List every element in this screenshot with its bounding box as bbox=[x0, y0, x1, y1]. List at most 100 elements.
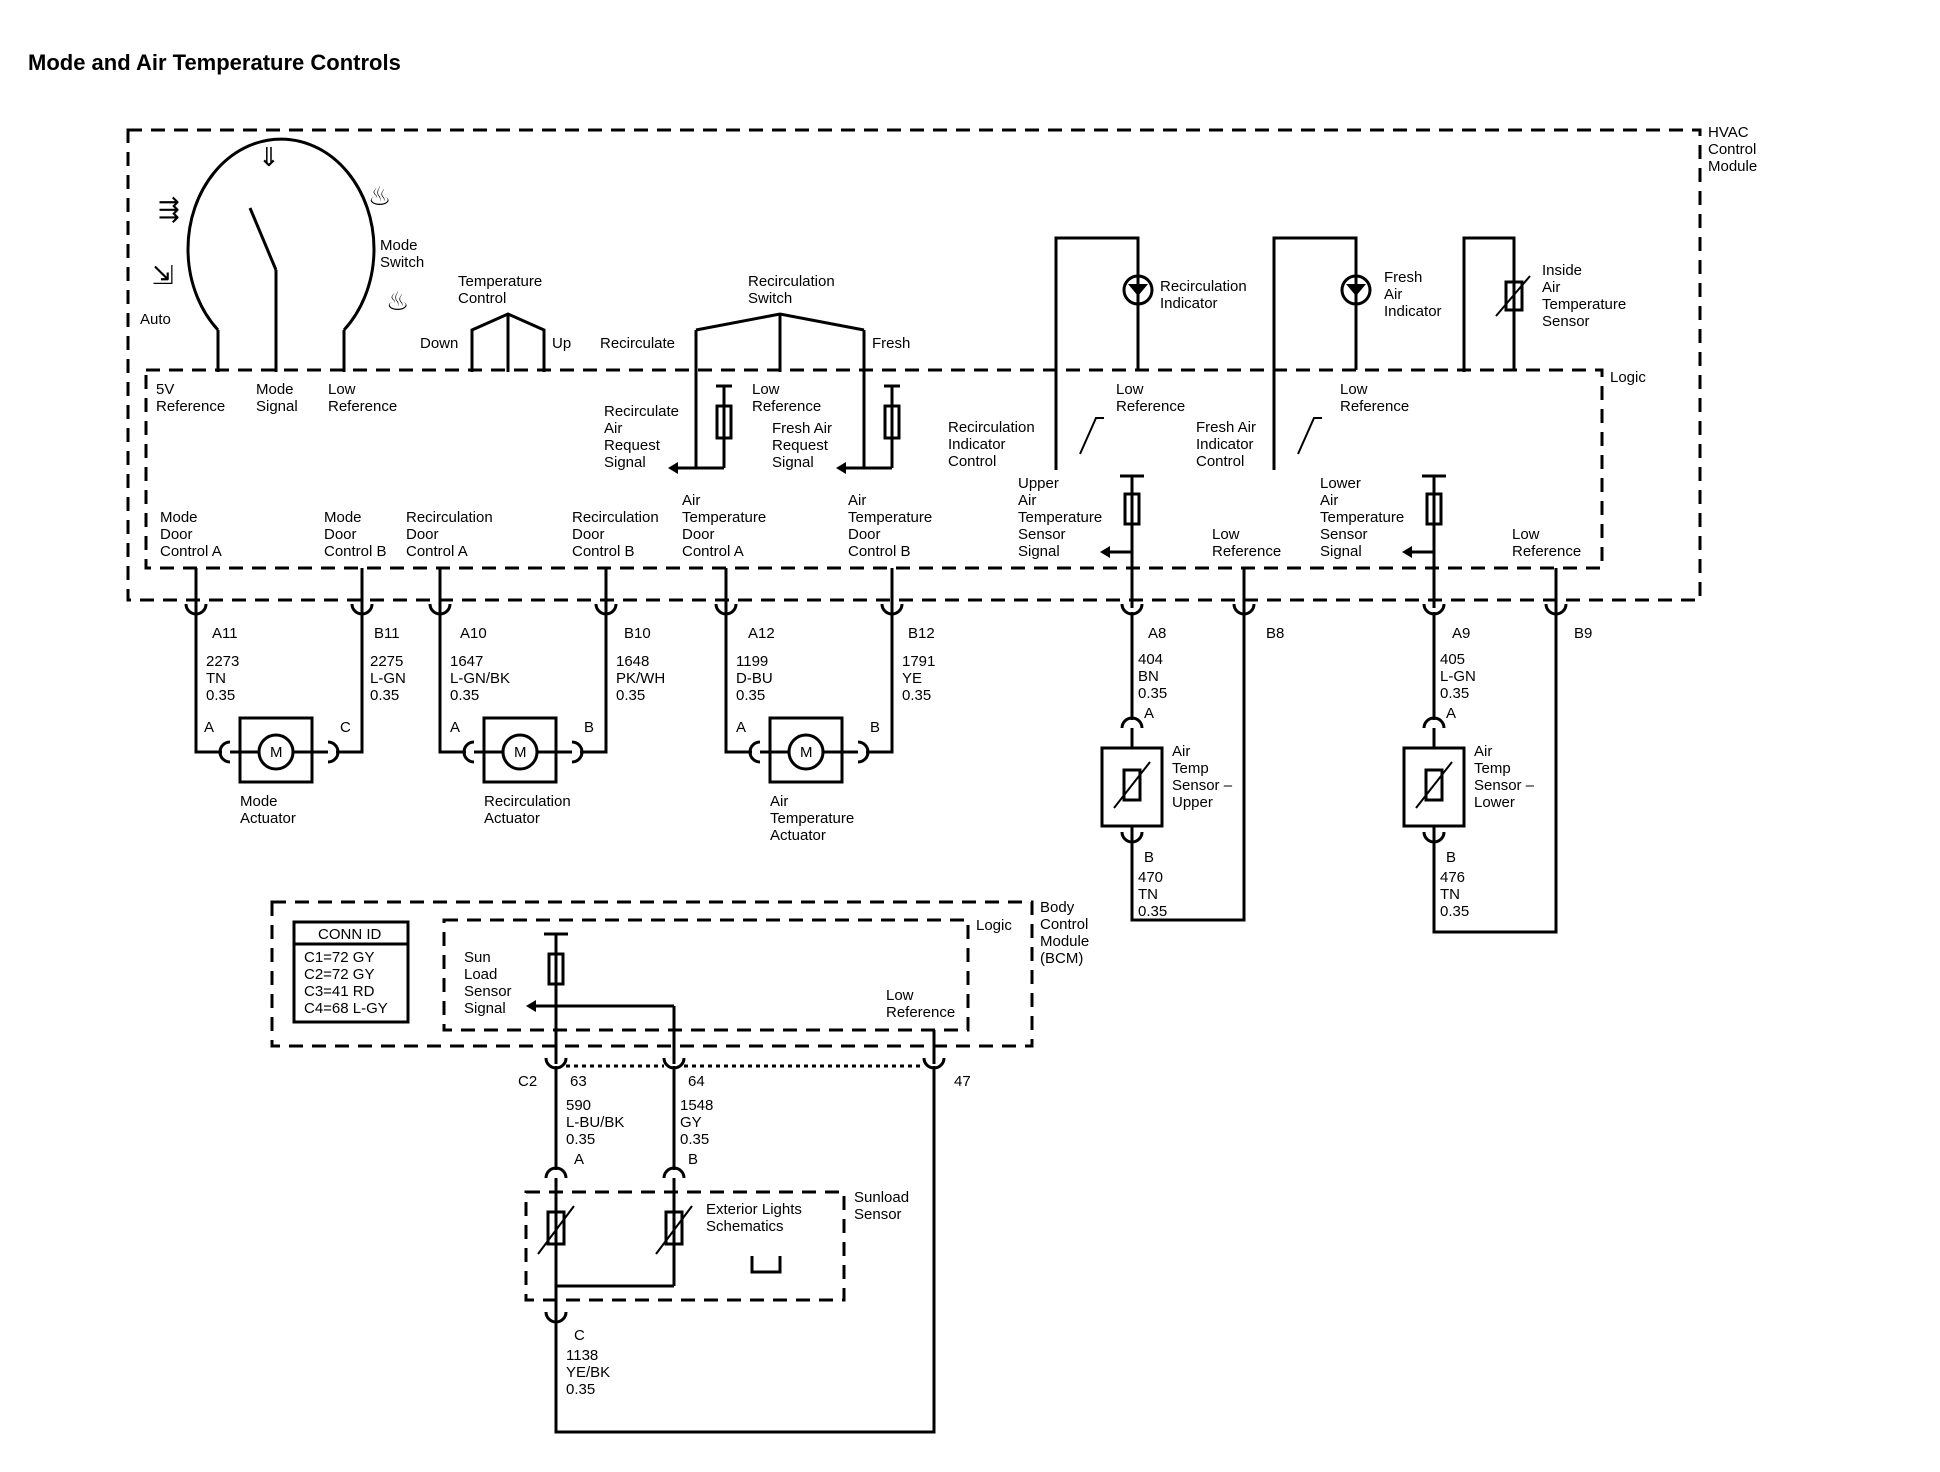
recirculation-led-icon bbox=[1122, 274, 1154, 306]
recirc-ind-low-ref-label: Low Reference bbox=[1116, 381, 1185, 415]
mode-low-reference-label: Low Reference bbox=[328, 381, 397, 415]
bcm-logic-boundary bbox=[442, 918, 970, 1032]
hvac-module-label: HVAC Control Module bbox=[1708, 124, 1761, 175]
svg-text:63: 63 bbox=[570, 1073, 587, 1090]
recirculation-switch-label: Recirculation Switch bbox=[748, 273, 839, 307]
door-label-mode-b: Mode Door Control B bbox=[324, 509, 387, 560]
svg-text:M: M bbox=[270, 744, 283, 761]
svg-text:C2: C2 bbox=[518, 1073, 537, 1090]
svg-text:C: C bbox=[340, 719, 351, 736]
recirculation-indicator-label: Recirculation Indicator bbox=[1160, 278, 1251, 312]
auto-label: Auto bbox=[140, 311, 171, 328]
indicators: Recirculation Indicator Fresh Air Indica… bbox=[948, 236, 1630, 470]
pin-a9: A9 bbox=[1422, 603, 1470, 642]
svg-text:B: B bbox=[1446, 849, 1456, 866]
svg-text:A12: A12 bbox=[748, 625, 775, 642]
svg-text:B: B bbox=[870, 719, 880, 736]
svg-text:B9: B9 bbox=[1574, 625, 1592, 642]
lower-signal-label: Lower Air Temperature Sensor Signal bbox=[1320, 475, 1408, 560]
svg-text:M: M bbox=[514, 744, 527, 761]
hvac-module-boundary bbox=[126, 128, 1702, 602]
pin-b10: B10 bbox=[594, 568, 651, 642]
pin-b9: B9 bbox=[1544, 568, 1592, 642]
floor-icon: ⇓ bbox=[258, 142, 280, 172]
diagram-title: Mode and Air Temperature Controls bbox=[28, 50, 401, 75]
defrost-floor-icon: ♨ bbox=[368, 181, 391, 211]
svg-text:A10: A10 bbox=[460, 625, 487, 642]
pin-a8: A8 bbox=[1120, 603, 1166, 642]
upper-sensor-circuit: Upper Air Temperature Sensor Signal Low … bbox=[1018, 474, 1281, 608]
thermistor-icon bbox=[1424, 768, 1444, 802]
svg-text:CONN ID: CONN ID bbox=[318, 926, 382, 943]
svg-text:B: B bbox=[1144, 849, 1154, 866]
pin-a11: A11 bbox=[184, 568, 238, 642]
svg-text:B: B bbox=[584, 719, 594, 736]
arrow-icon bbox=[1100, 546, 1110, 558]
inside-sensor-label: Inside Air Temperature Sensor bbox=[1542, 262, 1630, 330]
svg-text:A: A bbox=[450, 719, 460, 736]
svg-text:B: B bbox=[688, 1151, 698, 1168]
down-label: Down bbox=[420, 335, 458, 352]
svg-text:C: C bbox=[574, 1327, 585, 1344]
inside-sensor-icon bbox=[1504, 280, 1524, 312]
actuator-wires bbox=[194, 612, 894, 754]
sunload-thermistor-icon bbox=[664, 1210, 684, 1246]
vent-icon: ⇲ bbox=[152, 260, 174, 290]
recirculate-request-label: Recirculate Air Request Signal bbox=[604, 403, 683, 471]
5v-reference-label: 5V Reference bbox=[156, 381, 225, 415]
motor-icon bbox=[501, 733, 539, 771]
motor-icon bbox=[257, 733, 295, 771]
svg-text:A: A bbox=[574, 1151, 584, 1168]
fresh-label: Fresh bbox=[872, 335, 910, 352]
temperature-control: Temperature Control Down Up bbox=[420, 273, 571, 372]
mode-switch: Mode Switch Auto ⇲ ⇶ ⇓ ♨ ♨ bbox=[140, 137, 424, 372]
hvac-logic-label: Logic bbox=[1610, 369, 1646, 386]
fresh-ind-control-label: Fresh Air Indicator Control bbox=[1196, 419, 1260, 470]
svg-text:64: 64 bbox=[688, 1073, 705, 1090]
svg-text:Logic: Logic bbox=[976, 917, 1012, 934]
svg-text:M: M bbox=[800, 744, 813, 761]
recirc-ind-control-label: Recirculation Indicator Control bbox=[948, 419, 1039, 470]
arrow-icon bbox=[1402, 546, 1412, 558]
door-label-airtemp-b: Air Temperature Door Control B bbox=[848, 492, 936, 560]
temperature-control-label: Temperature Control bbox=[458, 273, 546, 307]
motor-icon bbox=[787, 733, 825, 771]
conn-id-table bbox=[292, 920, 410, 1024]
mode-switch-label: Mode Switch bbox=[380, 237, 424, 271]
hvac-logic-boundary bbox=[144, 368, 1604, 570]
lower-sensor-circuit: Lower Air Temperature Sensor Signal Low … bbox=[1320, 474, 1581, 608]
up-label: Up bbox=[552, 335, 571, 352]
bi-level-icon: ⇶ bbox=[158, 194, 180, 224]
defrost-icon: ♨ bbox=[386, 286, 409, 316]
svg-text:A: A bbox=[1446, 705, 1456, 722]
pin-b8: B8 bbox=[1232, 568, 1284, 642]
door-label-recirc-a: Recirculation Door Control A bbox=[406, 509, 497, 560]
door-label-recirc-b: Recirculation Door Control B bbox=[572, 509, 663, 560]
svg-text:47: 47 bbox=[954, 1073, 971, 1090]
svg-text:B8: B8 bbox=[1266, 625, 1284, 642]
arrow-icon bbox=[668, 462, 678, 474]
svg-text:A: A bbox=[1144, 705, 1154, 722]
arrow-icon bbox=[836, 462, 846, 474]
